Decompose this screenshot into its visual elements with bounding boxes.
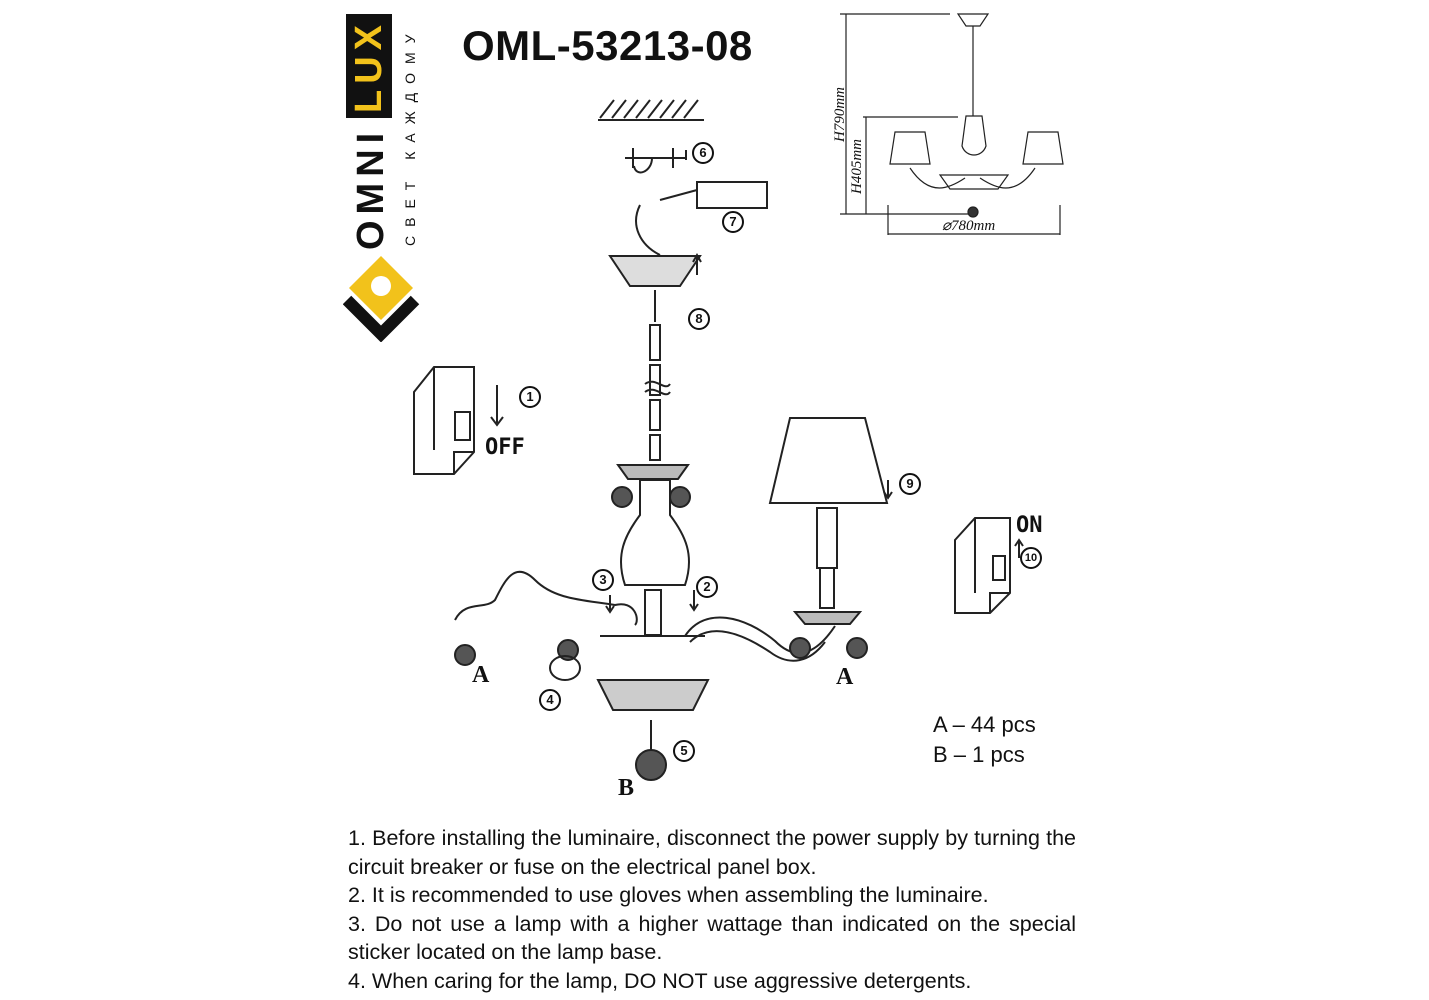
callout-4: 4 [539,689,561,711]
callout-6: 6 [692,142,714,164]
callout-5: 5 [673,740,695,762]
dimension-height-body: H405mm [849,139,865,194]
note-4: 4. When caring for the lamp, DO NOT use … [348,968,972,993]
lampshade [768,417,889,504]
model-title: OML-53213-08 [462,22,753,69]
canopy [608,255,702,287]
note-1: 1. Before installing the luminaire, disc… [348,826,1076,879]
mounting-bracket [625,148,685,174]
parts-count-a: A – 44 pcs [933,712,1036,737]
crystal-b [635,749,667,781]
wire-connector-detail [549,655,581,681]
note-3: 3. Do not use a lamp with a higher watta… [348,911,1076,965]
callout-3: 3 [592,569,614,591]
dimension-height-total: H790mm [832,87,848,142]
safety-notes: 1. Before installing the luminaire, disc… [348,824,1076,996]
part-label-b: B [618,775,635,801]
bowl [596,679,710,711]
part-label-a-right: A [836,664,854,690]
callout-1: 1 [519,386,541,408]
ceiling-hatch-icon [598,99,704,121]
candle-sleeve [816,507,838,569]
callout-7: 7 [722,211,744,233]
callout-8: 8 [688,308,710,330]
switch-off-icon [413,366,475,475]
switch-on-icon [954,517,1011,614]
switch-off-label: OFF [485,435,525,460]
logo-diamond-icon [343,256,420,342]
central-column [620,479,690,586]
parts-count-b: B – 1 pcs [933,742,1025,767]
right-arm [684,616,836,654]
note-2: 2. It is recommended to use gloves when … [348,883,989,908]
callout-9: 9 [899,473,921,495]
left-arm [454,570,638,626]
callout-10: 10 [1020,547,1042,569]
switch-on-label: ON [1016,513,1043,538]
terminal-block [696,181,768,209]
chain [644,310,671,461]
dimension-drawing [840,13,1064,235]
dimension-diameter: ⌀780mm [942,218,996,234]
part-label-a-left: A [472,662,490,688]
parts-count: A – 44 pcs B – 1 pcs [933,710,1036,770]
callout-2: 2 [696,576,718,598]
